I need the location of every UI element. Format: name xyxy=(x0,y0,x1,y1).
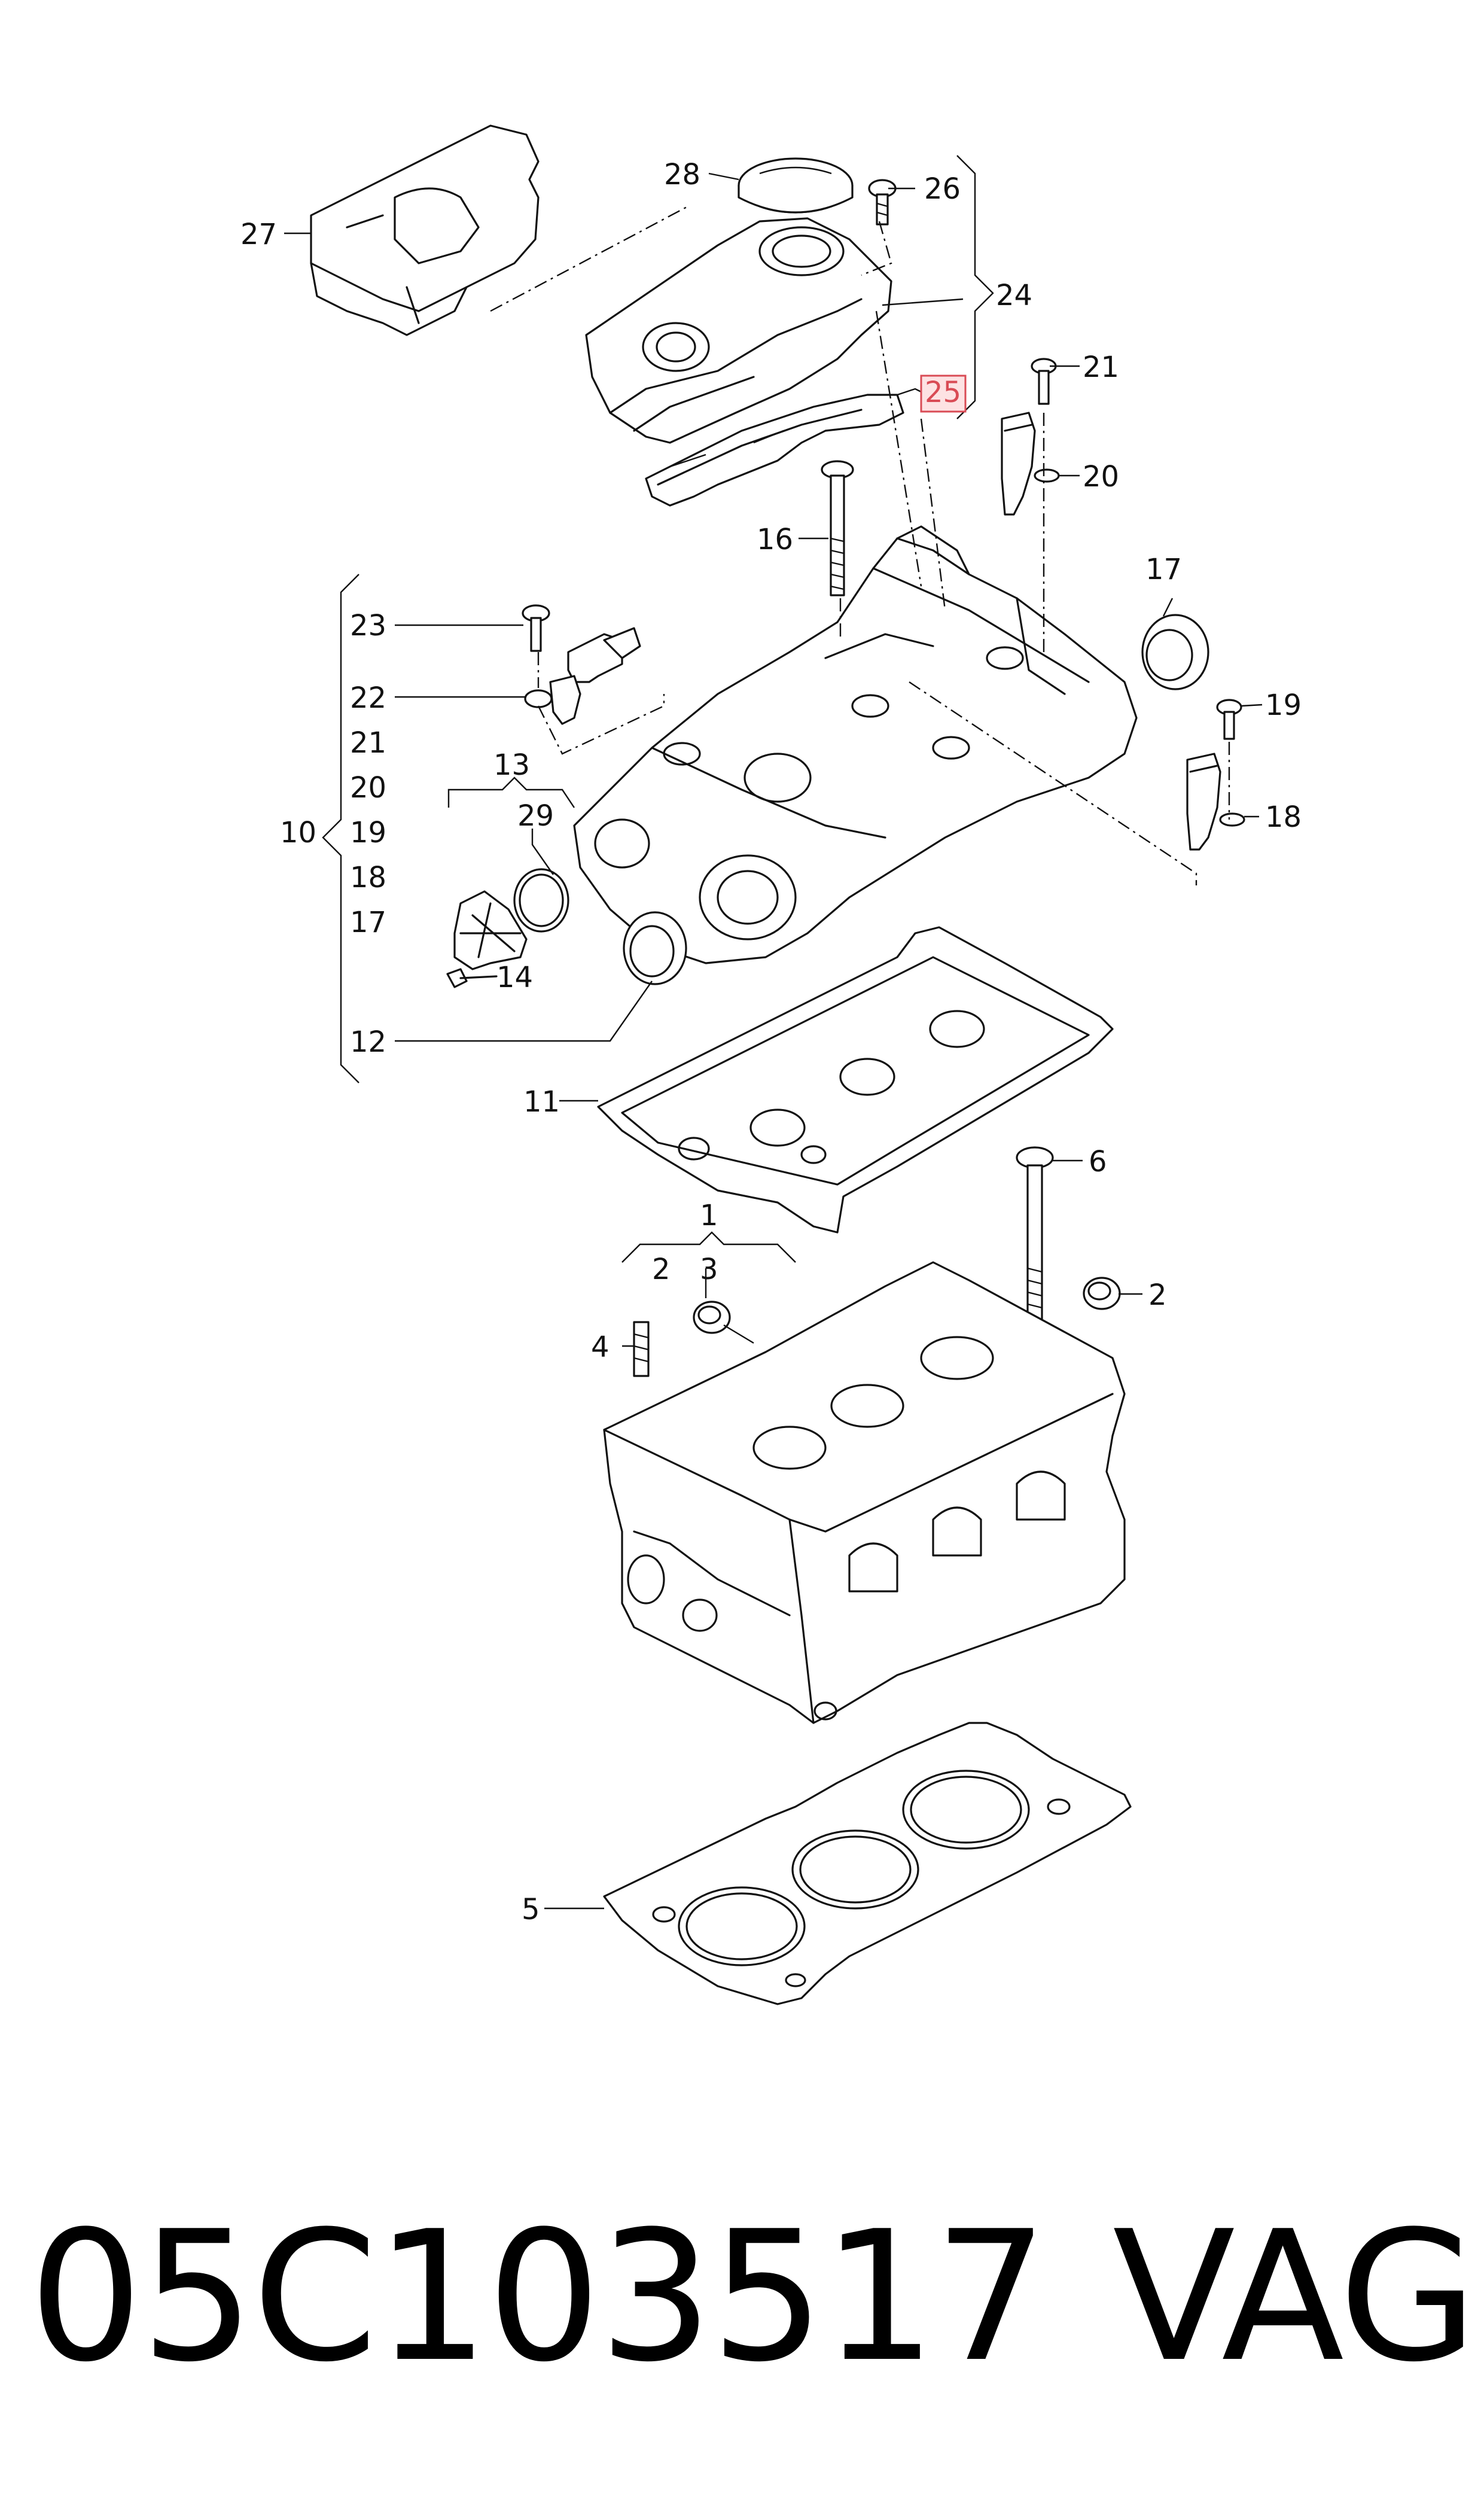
callout-1: 1 xyxy=(700,1199,718,1232)
callout-17b: 17 xyxy=(350,906,386,939)
group-brackets xyxy=(322,155,994,1263)
head-gasket-part-5 xyxy=(603,1722,1132,2005)
gasket-part-11 xyxy=(597,926,1114,1234)
callout-5: 5 xyxy=(522,1893,540,1926)
part-number-label: 05C103517 xyxy=(29,2193,1048,2401)
cover-plate-group-part-13 xyxy=(446,868,569,988)
head-bolt-part-6 xyxy=(1016,1146,1054,1322)
callout-6: 6 xyxy=(1089,1145,1107,1179)
callout-10: 10 xyxy=(280,816,316,850)
callout-25: 25 xyxy=(925,376,961,409)
callout-25-highlight xyxy=(920,374,967,413)
callout-20b: 20 xyxy=(350,771,386,805)
long-bolt-part-16 xyxy=(821,460,854,596)
stud-part-4 xyxy=(633,1321,650,1377)
engine-cover-part-27 xyxy=(310,124,540,336)
callout-19a: 19 xyxy=(1265,689,1302,722)
callout-13: 13 xyxy=(493,748,530,782)
callout-28: 28 xyxy=(664,158,700,191)
leader-lines xyxy=(284,172,1263,1910)
callout-21a: 21 xyxy=(1083,351,1119,384)
callout-27: 27 xyxy=(240,218,277,251)
seal-ring-part-17 xyxy=(1141,614,1209,690)
callout-26: 26 xyxy=(924,172,961,206)
callout-2b: 2 xyxy=(1148,1278,1167,1312)
cylinder-head-part-1 xyxy=(603,1261,1126,1724)
callout-22: 22 xyxy=(350,681,386,715)
callout-12: 12 xyxy=(350,1025,386,1059)
plug-part-3 xyxy=(693,1301,731,1334)
callout-11: 11 xyxy=(523,1085,560,1119)
screw-part-26 xyxy=(868,179,897,226)
callout-18a: 18 xyxy=(1265,800,1302,834)
sensor-group-part-22-23 xyxy=(522,604,641,725)
assembly-lines xyxy=(490,205,1230,885)
callout-23: 23 xyxy=(350,609,386,643)
valve-group-part-20-21 xyxy=(1001,358,1060,516)
oil-filler-cap-part-28 xyxy=(738,157,854,214)
plug-part-2-right xyxy=(1083,1277,1121,1310)
callout-20a: 20 xyxy=(1083,460,1119,494)
callout-16: 16 xyxy=(757,523,793,556)
seal-ring-part-12 xyxy=(623,911,687,985)
cylinder-head-cover-part-24 xyxy=(585,217,892,444)
callout-labels: 27 28 26 24 25 21 20 16 17 19 18 23 22 2… xyxy=(240,158,1302,1926)
callout-29: 29 xyxy=(517,799,554,833)
callout-14: 14 xyxy=(496,961,533,994)
camshaft-housing-part-10 xyxy=(573,525,1138,964)
callout-24: 24 xyxy=(996,279,1032,312)
callout-19b: 19 xyxy=(350,816,386,850)
brand-label: VAG xyxy=(1113,2193,1477,2401)
cover-gasket-part-25 xyxy=(645,394,904,507)
callout-3: 3 xyxy=(700,1253,718,1286)
callout-4: 4 xyxy=(591,1330,610,1364)
callout-18b: 18 xyxy=(350,861,386,894)
callout-21b: 21 xyxy=(350,726,386,760)
valve-group-part-18-19 xyxy=(1186,699,1245,851)
callout-2a: 2 xyxy=(652,1253,671,1286)
callout-17a: 17 xyxy=(1145,553,1182,586)
